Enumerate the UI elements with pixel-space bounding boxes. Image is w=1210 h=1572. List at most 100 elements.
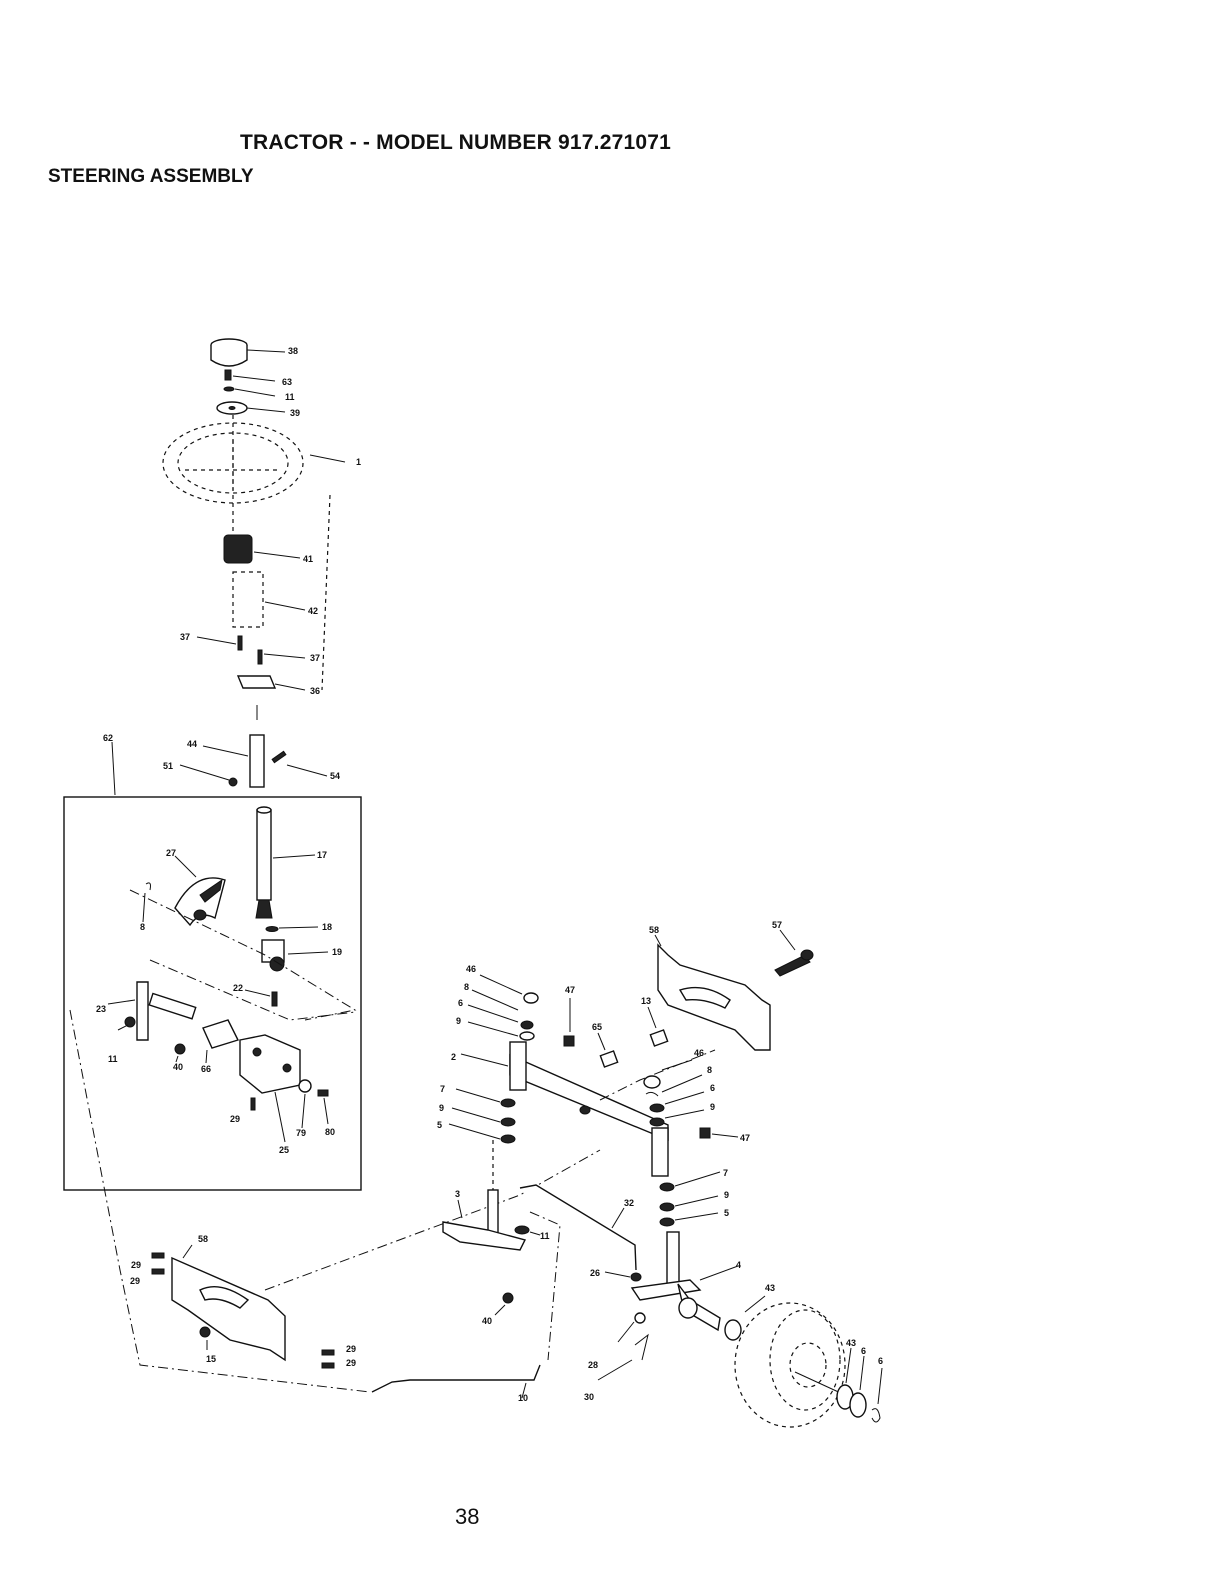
spacer-13 [647,1006,669,1047]
callout-9: 9 [724,1190,729,1200]
gear-41 [223,534,301,564]
callout-2: 2 [451,1052,456,1062]
callout-18: 18 [322,922,332,932]
callout-17: 17 [317,850,327,860]
callout-9: 9 [439,1103,444,1113]
grease-fitting-47 [563,998,575,1047]
axis-line [321,494,331,691]
callout-58: 58 [198,1234,208,1244]
page-number: 38 [455,1504,480,1529]
pinion-19 [261,939,329,972]
assembly-line [69,1009,371,1393]
callout-46: 46 [694,1048,704,1058]
bolt-29 [250,1097,256,1111]
assembly-line [529,1211,561,1361]
page-title: TRACTOR - - MODEL NUMBER 917.271071 [240,131,671,154]
callout-4: 4 [736,1260,741,1270]
washer-18 [265,926,319,932]
callout-26: 26 [590,1268,600,1278]
callout-22: 22 [233,983,243,993]
callout-32: 32 [624,1198,634,1208]
callout-8: 8 [464,982,469,992]
callout-44: 44 [187,739,197,749]
callout-65: 65 [592,1022,602,1032]
callout-11: 11 [540,1231,550,1241]
axle-2 [460,1041,669,1177]
callout-47: 47 [565,985,575,995]
callout-43: 43 [846,1338,856,1348]
bolt-57 [774,929,814,977]
bolt-22 [244,989,278,1007]
callout-29: 29 [131,1260,141,1270]
nut-40 [174,1043,186,1063]
callout-36: 36 [310,686,320,696]
bracket-25 [239,1034,301,1143]
callout-30: 30 [584,1392,594,1402]
callout-7: 7 [723,1168,728,1178]
washer-79 [298,1079,312,1129]
spacer-66 [202,1019,239,1064]
clip-8 [142,882,151,923]
callout-66: 66 [201,1064,211,1074]
spindle-3 [442,1140,541,1316]
section-title: STEERING ASSEMBLY [48,166,254,187]
leader-62 [111,741,116,796]
washer-stack-left [448,974,539,1144]
callout-6: 6 [458,998,463,1008]
callout-29: 29 [346,1358,356,1368]
callout-57: 57 [772,920,782,930]
callout-7: 7 [440,1084,445,1094]
spacer-65 [597,1032,619,1068]
callout-15: 15 [206,1354,216,1364]
tube-42 [232,571,306,628]
assembly-line [129,889,357,1021]
wheel [724,1295,883,1428]
drag-link-10 [371,1364,541,1399]
callout-25: 25 [279,1145,289,1155]
callout-79: 79 [296,1128,306,1138]
callout-29: 29 [346,1344,356,1354]
grease-fitting-47b [699,1127,739,1139]
callout-40: 40 [173,1062,183,1072]
callout-1: 1 [356,457,361,467]
shaft-44 [179,734,328,788]
callout-58: 58 [649,925,659,935]
subassembly-frame [63,796,362,1191]
tie-rod-32 [519,1184,637,1271]
callout-39: 39 [290,408,300,418]
callout-13: 13 [641,996,651,1006]
callout-37: 37 [310,653,320,663]
washer-39 [216,401,286,415]
callout-11: 11 [285,392,295,402]
callout-19: 19 [332,947,342,957]
callout-8: 8 [140,922,145,932]
callout-63: 63 [282,377,292,387]
callout-6: 6 [878,1356,883,1366]
callout-41: 41 [303,554,313,564]
callout-42: 42 [308,606,318,616]
callout-46: 46 [466,964,476,974]
callout-47: 47 [740,1133,750,1143]
callout-29: 29 [230,1114,240,1124]
assembly-line [264,1149,601,1291]
spindle-4 [597,1231,739,1381]
callout-29: 29 [130,1276,140,1286]
callout-40: 40 [482,1316,492,1326]
callout-51: 51 [163,761,173,771]
shaft-23 [107,981,197,1041]
callout-6: 6 [861,1346,866,1356]
callout-10: 10 [518,1393,528,1403]
callout-80: 80 [325,1127,335,1137]
bracket-58-right [654,934,771,1051]
washer-stack-right [643,1059,721,1227]
callout-11: 11 [108,1054,118,1064]
callout-54: 54 [330,771,340,781]
callout-28: 28 [588,1360,598,1370]
callout-5: 5 [437,1120,442,1130]
callout-23: 23 [96,1004,106,1014]
callout-3: 3 [455,1189,460,1199]
bracket-36 [236,675,306,691]
callout-9: 9 [710,1102,715,1112]
callout-8: 8 [707,1065,712,1075]
